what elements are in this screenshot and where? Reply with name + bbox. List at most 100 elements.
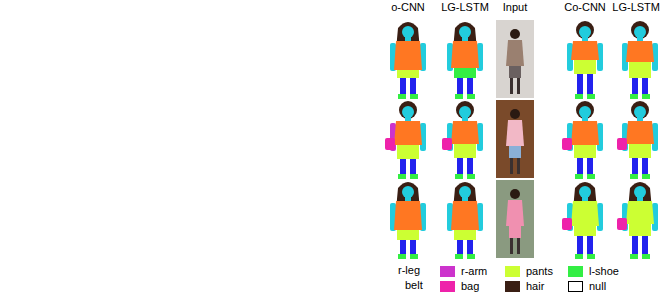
parsing-mask: [390, 22, 426, 99]
input-photo: [496, 100, 534, 178]
parsing-mask: [562, 182, 603, 259]
photo-body: [506, 120, 524, 146]
leg-region: [587, 236, 593, 255]
upper-clothes-region: [626, 201, 654, 224]
parsing-mask: [447, 22, 483, 99]
shoe-region: [398, 254, 406, 259]
leg-region: [632, 158, 638, 175]
parsing-mask: [390, 182, 426, 259]
leg-region: [577, 74, 583, 95]
shoe-region: [467, 94, 475, 99]
leg-region: [642, 236, 648, 255]
leg-region: [587, 158, 593, 175]
shoe-region: [467, 174, 475, 179]
shoe-region: [587, 254, 595, 259]
leg-region: [400, 159, 406, 175]
photo-lower: [509, 226, 521, 238]
bag-region: [617, 138, 627, 150]
photo-leg: [517, 238, 520, 254]
shoe-region: [455, 94, 463, 99]
legend-swatch: [505, 281, 520, 292]
upper-clothes-region: [451, 41, 479, 68]
lower-clothes-region: [574, 226, 596, 236]
legend-name: belt: [405, 279, 423, 292]
shoe-region: [410, 254, 418, 259]
shoe-region: [455, 254, 463, 259]
shoe-region: [630, 254, 638, 259]
photo-body: [506, 40, 524, 66]
column-header: LG-LSTM: [441, 1, 489, 14]
legend-swatch: [568, 281, 583, 292]
upper-clothes-region: [451, 121, 479, 144]
leg-region: [400, 78, 406, 95]
leg-region: [410, 240, 416, 255]
leg-region: [457, 78, 463, 95]
leg-region: [400, 240, 406, 255]
legend-text: bag: [461, 280, 479, 293]
parsing-mask: [447, 182, 483, 259]
lower-clothes-region: [454, 230, 476, 240]
shoe-region: [587, 174, 595, 179]
bag-region: [442, 138, 452, 150]
shoe-region: [642, 174, 650, 179]
leg-region: [457, 158, 463, 175]
leg-region: [467, 240, 473, 255]
lower-clothes-region: [454, 68, 476, 78]
lower-clothes-region: [629, 62, 651, 78]
column-header: Co-CNN: [564, 1, 606, 14]
photo-head: [510, 29, 520, 39]
legend-text: pants: [526, 265, 553, 278]
bag-region: [385, 138, 395, 150]
upper-clothes-region: [394, 121, 422, 145]
shoe-region: [410, 94, 418, 99]
shoe-region: [642, 254, 650, 259]
parsing-mask: [567, 21, 603, 99]
upper-clothes-region: [626, 121, 654, 144]
bag-region: [562, 218, 572, 230]
shoe-region: [455, 174, 463, 179]
photo-head: [510, 189, 520, 199]
shoe-region: [410, 174, 418, 179]
upper-clothes-region: [394, 41, 422, 70]
parsing-mask: [617, 101, 658, 179]
photo-lower: [509, 146, 521, 158]
lower-clothes-region: [397, 145, 419, 159]
shoe-region: [398, 94, 406, 99]
leg-region: [632, 78, 638, 95]
upper-clothes-region: [571, 201, 599, 226]
parsing-mask: [442, 101, 483, 179]
legend-name: r-leg: [398, 264, 420, 277]
leg-region: [410, 159, 416, 175]
leg-region: [632, 236, 638, 255]
leg-region: [467, 78, 473, 95]
photo-leg: [510, 78, 513, 94]
input-photo: [496, 20, 534, 98]
input-photo: [496, 180, 534, 258]
shoe-region: [398, 174, 406, 179]
upper-clothes-region: [571, 121, 599, 145]
parsing-mask: [562, 101, 603, 179]
column-header: LG-LSTM: [612, 1, 660, 14]
shoe-region: [630, 94, 638, 99]
legend-text: null: [589, 280, 606, 293]
leg-region: [577, 158, 583, 175]
upper-clothes-region: [394, 201, 422, 230]
legend-swatch: [440, 266, 455, 277]
lower-clothes-region: [629, 144, 651, 158]
lower-clothes-region: [454, 144, 476, 158]
legend-text: hair: [526, 280, 544, 293]
leg-region: [410, 78, 416, 95]
parsing-mask: [385, 101, 426, 179]
bag-region: [617, 218, 627, 230]
photo-lower: [509, 66, 521, 78]
photo-background: [496, 180, 534, 258]
leg-region: [577, 236, 583, 255]
shoe-region: [467, 254, 475, 259]
photo-background: [496, 20, 534, 98]
parsing-mask: [622, 21, 658, 99]
legend-text: r-arm: [461, 265, 487, 278]
photo-leg: [510, 158, 513, 174]
shoe-region: [642, 94, 650, 99]
upper-clothes-region: [571, 41, 599, 60]
lower-clothes-region: [397, 230, 419, 240]
